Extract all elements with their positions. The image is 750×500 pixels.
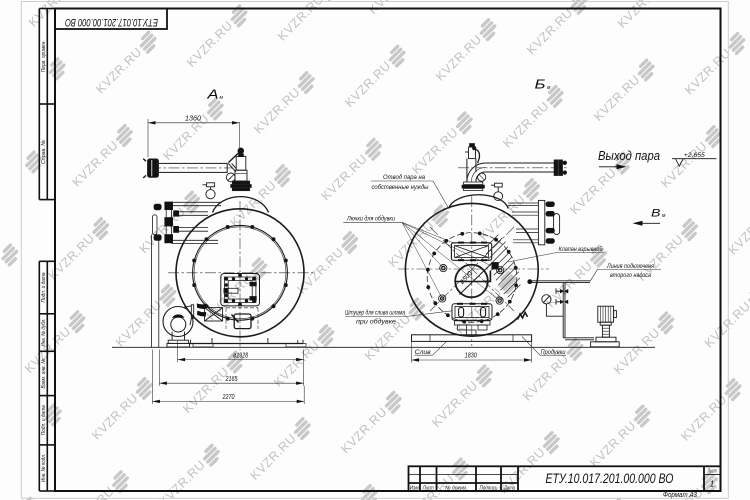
svg-text:Подп. и дата: Подп. и дата — [41, 405, 47, 435]
svg-text:Лючки для обдувки: Лючки для обдувки — [346, 215, 395, 223]
svg-text:Лист: Лист — [707, 469, 717, 475]
svg-text:2165: 2165 — [225, 376, 238, 383]
svg-text:Подп. и дата: Подп. и дата — [41, 273, 47, 303]
svg-text:Отвод пара на: Отвод пара на — [383, 173, 425, 181]
svg-text:Слив: Слив — [415, 349, 432, 356]
svg-text:ЕТУ.10.017.201.00.000 ВО: ЕТУ.10.017.201.00.000 ВО — [546, 471, 674, 486]
svg-text:Изм: Изм — [410, 485, 419, 491]
svg-text:Инв. № дубл.: Инв. № дубл. — [41, 319, 47, 347]
svg-text:Штуцер для слива шлама: Штуцер для слива шлама — [345, 309, 405, 317]
svg-text:№ докум.: № докум. — [445, 485, 467, 491]
svg-text:Клапан взрывной: Клапан взрывной — [559, 245, 603, 253]
svg-text:Б: Б — [535, 77, 547, 92]
svg-text:ø1928: ø1928 — [233, 352, 248, 359]
svg-text:Инв. № подл.: Инв. № подл. — [41, 454, 47, 482]
svg-text:+2,655: +2,655 — [684, 152, 705, 159]
svg-text:Подпись: Подпись — [480, 485, 498, 491]
svg-text:Справ. №: Справ. № — [41, 140, 47, 164]
svg-text:м: м — [662, 213, 666, 219]
svg-text:Линия подключеня: Линия подключеня — [606, 262, 654, 270]
svg-text:Перв. примен.: Перв. примен. — [41, 40, 47, 72]
svg-text:2270: 2270 — [222, 394, 235, 401]
svg-text:при обдувке: при обдувке — [356, 317, 396, 325]
svg-text:Формат А3: Формат А3 — [663, 490, 697, 499]
svg-text:1360: 1360 — [185, 116, 201, 123]
svg-text:Взам. инв. №: Взам. инв. № — [41, 359, 47, 389]
svg-text:Продувки: Продувки — [541, 348, 566, 356]
svg-text:А: А — [206, 87, 218, 102]
svg-text:м: м — [220, 95, 224, 101]
svg-text:В: В — [651, 208, 661, 220]
svg-text:м: м — [547, 85, 551, 91]
svg-text:1830: 1830 — [465, 353, 477, 360]
svg-text:1: 1 — [710, 480, 714, 489]
svg-text:собственные нужды: собственные нужды — [372, 183, 429, 191]
svg-text:ЕТУ.10.017.201.00.000 ВО: ЕТУ.10.017.201.00.000 ВО — [65, 16, 158, 28]
svg-text:Дата: Дата — [503, 485, 515, 491]
svg-text:второго насоса: второго насоса — [610, 272, 651, 279]
svg-text:Лист: Лист — [422, 485, 434, 491]
svg-text:Выход пара: Выход пара — [598, 148, 660, 163]
